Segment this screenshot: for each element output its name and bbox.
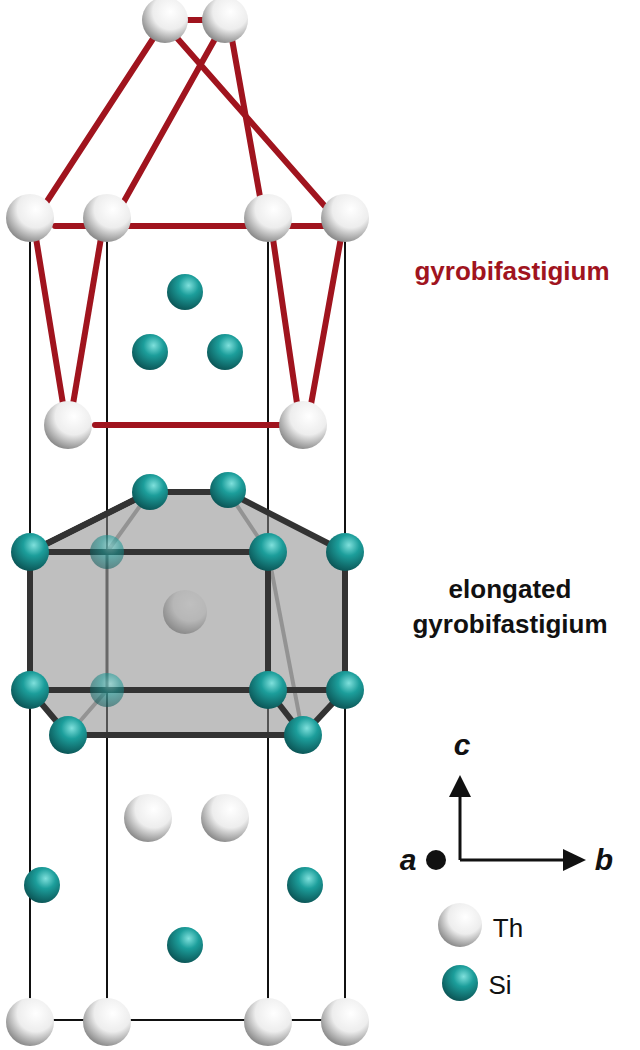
th-atom bbox=[244, 194, 292, 242]
si-atom bbox=[249, 533, 287, 571]
th-atom bbox=[83, 998, 131, 1046]
th-atom bbox=[6, 194, 54, 242]
polyhedron-edge bbox=[170, 30, 330, 212]
si-atom bbox=[249, 671, 287, 709]
polyhedron-label: gyrobifastigium bbox=[414, 254, 609, 289]
axis-dot bbox=[426, 850, 446, 870]
th-atom bbox=[321, 998, 369, 1046]
si-atom bbox=[132, 474, 168, 510]
legend-label: Si bbox=[488, 970, 511, 1001]
polyhedron-edge bbox=[30, 492, 345, 735]
legend-label: Th bbox=[493, 913, 523, 944]
polyhedron-edge bbox=[310, 232, 342, 410]
th-atom bbox=[6, 998, 54, 1046]
si-atom bbox=[326, 671, 364, 709]
th-atom bbox=[279, 401, 327, 449]
si-atom bbox=[287, 867, 323, 903]
polyhedron-edge bbox=[118, 30, 220, 212]
axis-label: c bbox=[454, 725, 471, 766]
si-atom bbox=[284, 716, 322, 754]
polyhedron-edge bbox=[272, 232, 298, 410]
axis-label: a bbox=[400, 840, 417, 881]
polyhedron-edge bbox=[30, 492, 345, 735]
axis-line bbox=[460, 859, 565, 862]
si-atom bbox=[326, 533, 364, 571]
polyhedron-edge bbox=[35, 232, 64, 410]
si-atom bbox=[11, 533, 49, 571]
si-atom bbox=[210, 472, 246, 508]
legend-swatch bbox=[442, 965, 478, 1001]
axis-line bbox=[459, 795, 462, 860]
th-atom bbox=[83, 194, 131, 242]
axis-arrowhead bbox=[449, 775, 471, 797]
si-atom bbox=[132, 334, 168, 370]
si-atom bbox=[49, 716, 87, 754]
si-atom bbox=[167, 274, 203, 310]
legend-swatch bbox=[438, 903, 482, 947]
polyhedron-edge bbox=[72, 232, 102, 410]
si-atom bbox=[24, 867, 60, 903]
polyhedron-edge bbox=[230, 28, 262, 208]
si-atom bbox=[207, 334, 243, 370]
axis-arrowhead bbox=[563, 849, 586, 871]
polyhedron-edge bbox=[95, 422, 280, 428]
polyhedron-edge bbox=[40, 28, 160, 212]
th-atom bbox=[202, 0, 248, 43]
th-atom bbox=[244, 998, 292, 1046]
polyhedron-face bbox=[30, 492, 345, 735]
th-atom bbox=[142, 0, 188, 43]
axis-label: b bbox=[595, 840, 613, 881]
si-atom bbox=[90, 673, 124, 707]
th-atom bbox=[201, 794, 249, 842]
si-atom bbox=[11, 671, 49, 709]
si-atom bbox=[90, 535, 124, 569]
polyhedron-label: elongated gyrobifastigium bbox=[390, 572, 630, 642]
th-atom bbox=[321, 194, 369, 242]
th-atom bbox=[124, 794, 172, 842]
si-atom bbox=[167, 927, 203, 963]
th-atom bbox=[44, 401, 92, 449]
